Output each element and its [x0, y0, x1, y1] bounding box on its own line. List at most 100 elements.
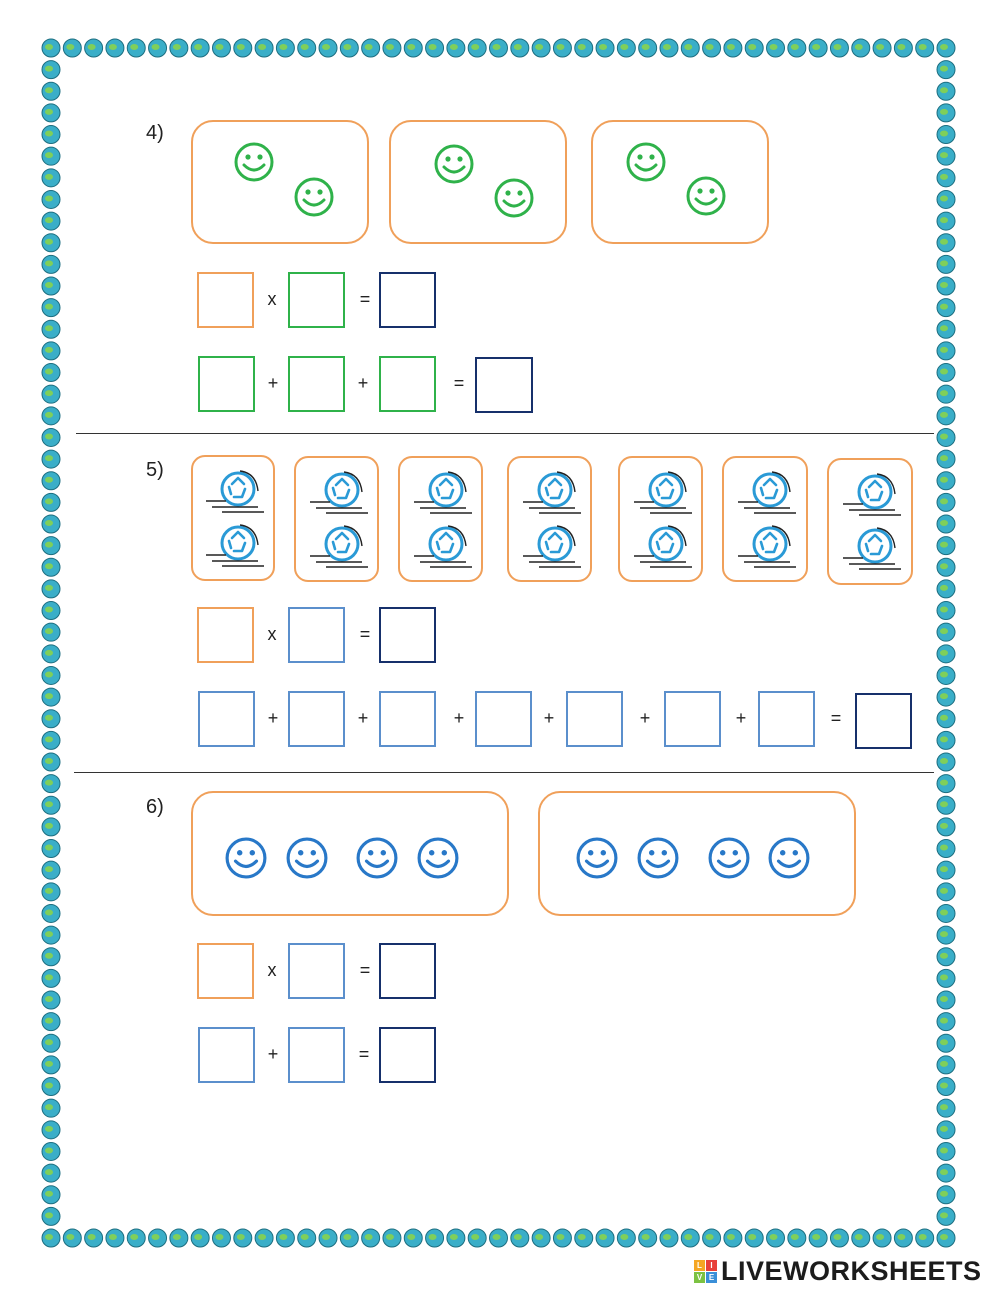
globe-bead-icon [41, 1141, 61, 1161]
globe-bead-icon [41, 254, 61, 274]
globe-bead-icon [531, 1228, 551, 1248]
recycle-bottle-icon [309, 471, 368, 514]
multiply-sign: x [267, 289, 277, 309]
globe-bead-icon [41, 146, 61, 166]
sum-input[interactable] [475, 357, 533, 413]
globe-bead-icon [915, 38, 935, 58]
group-box [507, 456, 592, 582]
addend-input[interactable] [566, 691, 623, 747]
addend-input[interactable] [475, 691, 532, 747]
section-divider [76, 433, 934, 434]
factor-groups-input[interactable] [197, 943, 254, 999]
globe-bead-icon [872, 1228, 892, 1248]
globe-bead-icon [936, 687, 956, 707]
globe-bead-icon [84, 38, 104, 58]
logo-letter: I [706, 1259, 717, 1271]
globe-bead-icon [510, 38, 530, 58]
smiley-face-icon [626, 142, 666, 182]
globe-bead-icon [403, 1228, 423, 1248]
globe-bead-icon [41, 990, 61, 1010]
recycle-bottle-icon [309, 525, 368, 568]
globe-bead-icon [489, 1228, 508, 1248]
globe-bead-icon [41, 1033, 61, 1053]
globe-bead-icon [41, 81, 61, 101]
globe-bead-icon [936, 1185, 956, 1205]
globe-bead-icon [936, 60, 956, 80]
globe-bead-icon [936, 1163, 956, 1183]
globe-bead-icon [552, 1228, 572, 1248]
logo-letter: V [694, 1271, 705, 1283]
globe-bead-icon [41, 406, 61, 426]
addend-input[interactable] [198, 356, 255, 412]
recycle-bottle-icon [633, 525, 692, 568]
addend-input[interactable] [198, 1027, 255, 1083]
liveworksheets-brand: L I V E LIVEWORKSHEETS [694, 1254, 982, 1288]
globe-bead-icon [275, 38, 295, 58]
globe-bead-icon [936, 449, 956, 469]
multiply-sign: x [267, 960, 277, 980]
sum-input[interactable] [855, 693, 912, 749]
product-input[interactable] [379, 272, 436, 328]
plus-sign: + [543, 708, 555, 728]
globe-bead-icon [190, 1228, 210, 1248]
globe-bead-icon [425, 1228, 445, 1248]
globe-bead-icon [936, 622, 956, 642]
globe-bead-icon [936, 601, 956, 621]
globe-bead-icon [936, 406, 956, 426]
globe-bead-icon [829, 38, 849, 58]
globe-bead-icon [936, 276, 956, 296]
globe-bead-icon [915, 1228, 935, 1248]
factor-items-input[interactable] [288, 943, 345, 999]
globe-bead-icon [233, 1228, 253, 1248]
globe-bead-icon [41, 579, 61, 599]
globe-bead-icon [936, 1077, 956, 1097]
globe-bead-icon [936, 38, 956, 58]
factor-groups-input[interactable] [197, 272, 254, 328]
globe-bead-icon [702, 38, 722, 58]
factor-groups-input[interactable] [197, 607, 254, 663]
globe-bead-icon [382, 38, 402, 58]
addend-input[interactable] [379, 356, 436, 412]
globe-bead-icon [616, 1228, 636, 1248]
globe-bead-icon [41, 211, 61, 231]
globe-bead-icon [318, 1228, 338, 1248]
addend-input[interactable] [288, 1027, 345, 1083]
product-input[interactable] [379, 607, 436, 663]
factor-items-input[interactable] [288, 272, 345, 328]
globe-bead-icon [936, 233, 956, 253]
question-number-5: 5) [146, 459, 164, 481]
equals-sign: = [358, 1044, 370, 1064]
addend-input[interactable] [288, 691, 345, 747]
globe-bead-icon [41, 644, 61, 664]
smiley-face-icon [225, 837, 267, 879]
addend-input[interactable] [379, 691, 436, 747]
addend-input[interactable] [288, 356, 345, 412]
addend-input[interactable] [198, 691, 255, 747]
product-input[interactable] [379, 943, 436, 999]
plus-sign: + [267, 373, 279, 393]
globe-bead-icon [659, 1228, 679, 1248]
globe-bead-icon [936, 254, 956, 274]
globe-bead-icon [766, 1228, 786, 1248]
globe-bead-icon [936, 839, 956, 859]
globe-bead-icon [680, 1228, 700, 1248]
globe-bead-icon [467, 38, 487, 58]
globe-bead-icon [41, 925, 61, 945]
sum-input[interactable] [379, 1027, 436, 1083]
addend-input[interactable] [664, 691, 721, 747]
brand-text: LIVEWORKSHEETS [721, 1255, 982, 1286]
smiley-face-icon [637, 837, 679, 879]
equals-sign: = [359, 960, 371, 980]
globe-bead-icon [936, 363, 956, 383]
globe-bead-icon [467, 1228, 487, 1248]
factor-items-input[interactable] [288, 607, 345, 663]
globe-bead-icon [148, 38, 168, 58]
addend-input[interactable] [758, 691, 815, 747]
globe-bead-icon [41, 298, 61, 318]
globe-bead-icon [148, 1228, 168, 1248]
globe-bead-icon [41, 774, 61, 794]
globe-bead-icon [41, 601, 61, 621]
globe-bead-icon [41, 363, 61, 383]
smiley-face-icon [356, 837, 398, 879]
plus-sign: + [267, 708, 279, 728]
